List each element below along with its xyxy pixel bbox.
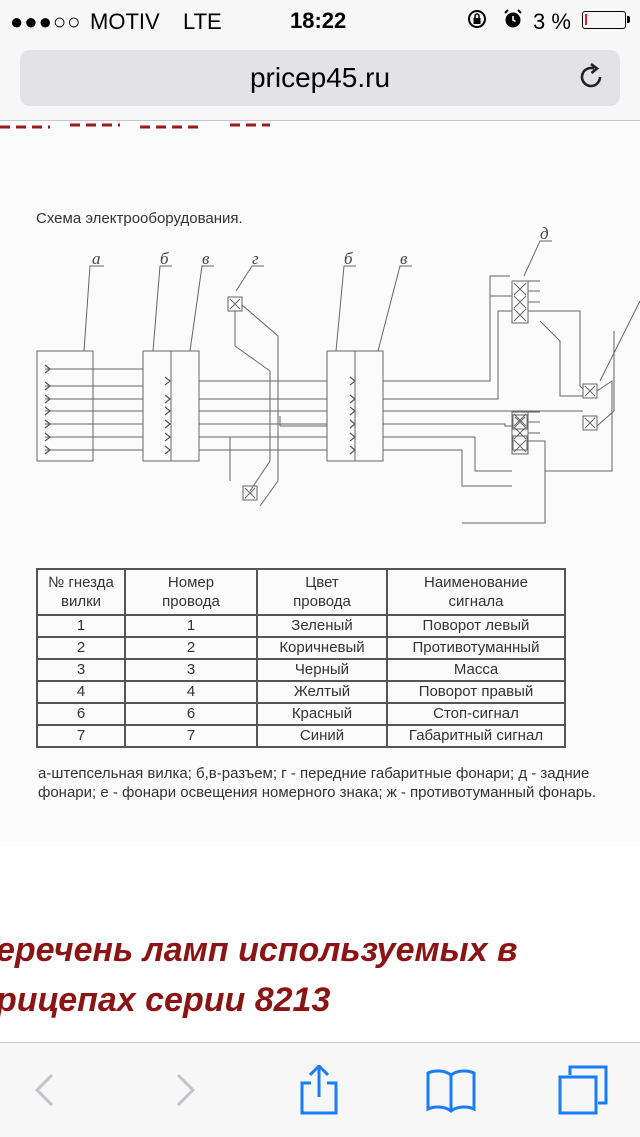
section-heading: еречень ламп используемых в рицепах сери… <box>0 925 640 1025</box>
table-row: 4 4 Желтый Поворот правый <box>36 680 566 704</box>
table-cell: 7 <box>36 724 126 748</box>
scanned-figure: Схема электрооборудования. <box>0 121 640 841</box>
wiring-diagram: а б в г б в д <box>36 224 640 524</box>
diagram-label-b1: б <box>160 249 169 268</box>
table-cell: Синий <box>256 724 388 748</box>
table-cell: 1 <box>36 614 126 638</box>
table-cell: Стоп-сигнал <box>386 702 566 726</box>
table-row: 6 6 Красный Стоп-сигнал <box>36 702 566 726</box>
table-cell: 4 <box>36 680 126 704</box>
battery-percent: 3 % <box>533 9 571 34</box>
table-cell: Коричневый <box>256 636 388 660</box>
status-bar: ●●●○○ MOTIV LTE 18:22 3 % <box>0 0 640 42</box>
table-cell: 3 <box>36 658 126 682</box>
table-cell: Поворот правый <box>386 680 566 704</box>
rotation-lock-icon <box>468 10 486 28</box>
table-cell: Зеленый <box>256 614 388 638</box>
table-cell: 3 <box>124 658 258 682</box>
address-bar[interactable]: pricep45.ru <box>20 50 620 106</box>
browser-header: pricep45.ru <box>0 42 640 121</box>
address-url[interactable]: pricep45.ru <box>249 62 391 93</box>
table-cell: Масса <box>386 658 566 682</box>
back-icon[interactable] <box>22 1065 72 1115</box>
table-cell: Противотуманный <box>386 636 566 660</box>
figure-caption: Схема электрооборудования. <box>36 210 243 227</box>
network-type: LTE <box>183 9 222 34</box>
table-cell: 4 <box>124 680 258 704</box>
table-row: 7 7 Синий Габаритный сигнал <box>36 724 566 748</box>
table-cell: 7 <box>124 724 258 748</box>
table-header: № гнезда вилки <box>36 568 126 616</box>
alarm-icon <box>503 9 522 28</box>
diagram-legend: а-штепсельная вилка; б,в-разъем; г - пер… <box>38 765 597 801</box>
table-header: Номер провода <box>124 568 258 616</box>
table-cell: Красный <box>256 702 388 726</box>
forward-icon[interactable] <box>158 1065 208 1115</box>
table-header: Наименование сигнала <box>386 568 566 616</box>
table-row: 3 3 Черный Масса <box>36 658 566 682</box>
table-row: 1 1 Зеленый Поворот левый <box>36 614 566 638</box>
diagram-label-d: д <box>540 224 549 243</box>
signal-table: № гнезда вилки Номер провода Цвет провод… <box>36 568 566 748</box>
table-cell: 6 <box>36 702 126 726</box>
section-heading-line: еречень ламп используемых в <box>0 931 518 969</box>
bookmarks-icon[interactable] <box>426 1065 476 1115</box>
table-cell: Желтый <box>256 680 388 704</box>
diagram-label-a: а <box>92 249 101 268</box>
table-cell: 2 <box>124 636 258 660</box>
share-icon[interactable] <box>294 1065 344 1115</box>
table-cell: 1 <box>124 614 258 638</box>
table-cell: Черный <box>256 658 388 682</box>
page-content: Схема электрооборудования. <box>0 121 640 1042</box>
table-cell: Поворот левый <box>386 614 566 638</box>
table-cell: 2 <box>36 636 126 660</box>
carrier-name: MOTIV <box>90 9 160 34</box>
table-cell: Габаритный сигнал <box>386 724 566 748</box>
tabs-icon[interactable] <box>558 1065 608 1115</box>
diagram-label-v2: в <box>400 249 408 268</box>
cut-off-heading-fragment <box>0 123 270 129</box>
table-row: 2 2 Коричневый Противотуманный <box>36 636 566 660</box>
battery-icon <box>582 11 630 29</box>
status-icons <box>466 8 524 33</box>
diagram-label-v1: в <box>202 249 210 268</box>
table-cell: 6 <box>124 702 258 726</box>
clock: 18:22 <box>290 8 347 33</box>
signal-strength: ●●●○○ <box>10 9 82 34</box>
section-heading-line: рицепах серии 8213 <box>0 981 331 1019</box>
diagram-label-g: г <box>252 249 259 268</box>
browser-toolbar <box>0 1042 640 1137</box>
reload-icon[interactable] <box>576 62 606 92</box>
diagram-label-b2: б <box>344 249 353 268</box>
table-header: Цвет провода <box>256 568 388 616</box>
